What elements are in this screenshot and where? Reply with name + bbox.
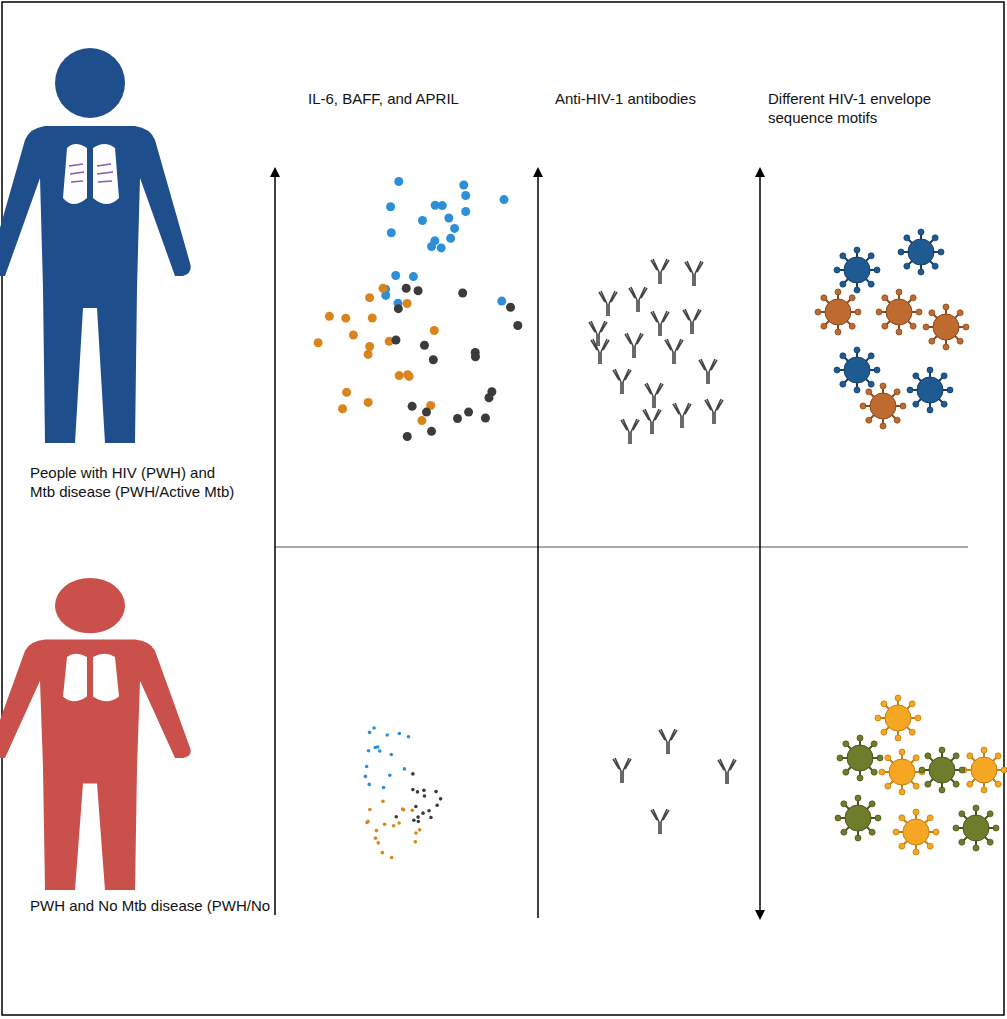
person-no-mtb: [0, 578, 191, 890]
cytokine-dots: [381, 177, 508, 308]
cytokine-dots: [364, 726, 411, 789]
antibody: [651, 809, 669, 834]
antibody: [699, 359, 717, 384]
cytokine-dots: [365, 799, 421, 859]
hiv-virion: [834, 347, 880, 393]
antibody: [625, 333, 643, 358]
hiv-virion: [898, 229, 944, 275]
antibody: [651, 259, 669, 284]
axis-title: Anti-HIV-1 antibodies: [555, 90, 755, 109]
antibody: [591, 339, 609, 364]
antibody: [621, 419, 639, 444]
hiv-virion: [876, 289, 922, 335]
cytokine-dots: [314, 284, 439, 425]
hiv-virion: [923, 304, 969, 350]
hiv-virion: [879, 749, 925, 795]
antibody: [643, 409, 661, 434]
antibody: [683, 309, 701, 334]
antibody: [613, 369, 631, 394]
cytokine-dots: [391, 284, 522, 441]
divider: [275, 547, 968, 548]
antibody: [665, 339, 683, 364]
antibody: [599, 291, 617, 316]
axis-title: Different HIV-1 envelope sequence motifs: [768, 90, 1000, 128]
person-active-mtb: [0, 48, 191, 443]
cytokine-dots: [394, 772, 442, 823]
increase-arrow: [274, 172, 276, 915]
hiv-virion: [907, 367, 953, 413]
hiv-virion: [815, 289, 861, 335]
hiv-virion: [953, 805, 999, 851]
hiv-virion: [875, 695, 921, 741]
group-label: People with HIV (PWH) and Mtb disease (P…: [30, 464, 235, 502]
antibody: [685, 261, 703, 286]
antibody: [651, 311, 669, 336]
hiv-virion: [961, 747, 1007, 793]
antibody: [613, 758, 631, 783]
difference-arrow: [759, 172, 761, 915]
antibody: [659, 729, 677, 754]
antibody: [629, 287, 647, 312]
hiv-virion: [835, 795, 881, 841]
hiv-virion: [919, 747, 965, 793]
hiv-virion: [837, 735, 883, 781]
antibody: [673, 403, 691, 428]
hiv-virion: [860, 383, 906, 429]
antibody: [718, 759, 736, 784]
hiv-virion: [893, 809, 939, 855]
axis-title: IL-6, BAFF, and APRIL: [308, 90, 528, 109]
antibody: [705, 399, 723, 424]
hiv-virion: [834, 247, 880, 293]
group-label: PWH and No Mtb disease (PWH/No: [30, 897, 275, 916]
antibody: [589, 321, 607, 346]
increase-arrow: [537, 172, 539, 918]
antibody: [645, 383, 663, 408]
